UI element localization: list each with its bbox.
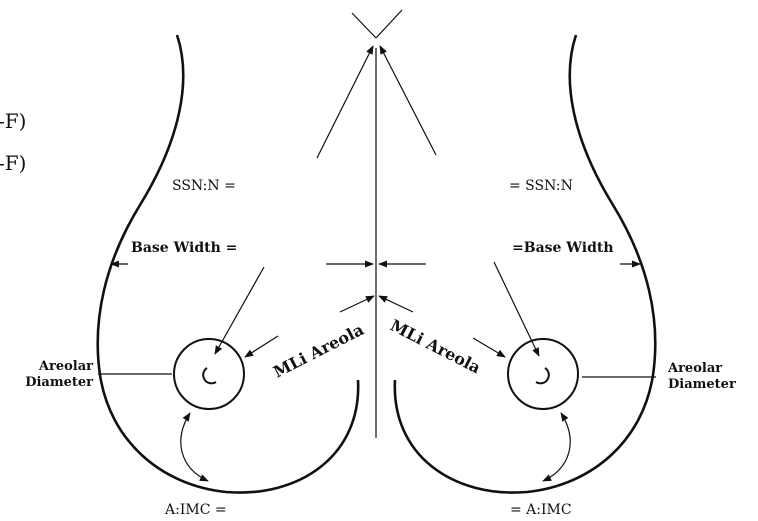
aimc-label-left: A:IMC = xyxy=(164,502,227,518)
mli-label-right: MLi Areola xyxy=(387,316,484,378)
sternal-notch-mark-right xyxy=(375,9,403,39)
right-breast-contour xyxy=(393,34,657,494)
mli-arrow-right-areola xyxy=(472,337,506,358)
areolar-diameter-label-right-2: Diameter xyxy=(668,377,736,392)
left-areola xyxy=(173,338,245,410)
areolar-diameter-label-left-2: Diameter xyxy=(25,375,93,390)
mli-arrow-top-left xyxy=(339,295,375,313)
cropped-text-2: -F) xyxy=(0,151,26,175)
base-width-label-right: =Base Width xyxy=(512,240,614,256)
mli-arrow-left-areola xyxy=(244,335,279,358)
cropped-text-1: -F) xyxy=(0,109,26,133)
ssn-line-right-upper xyxy=(379,45,437,156)
right-areola xyxy=(507,338,579,410)
base-width-label-left: Base Width = xyxy=(131,240,237,256)
ssn-label-right: = SSN:N xyxy=(509,178,573,194)
aimc-label-right: = A:IMC xyxy=(510,502,572,518)
right-nipple xyxy=(535,367,550,385)
ssn-line-left-upper xyxy=(316,45,374,159)
areolar-diameter-label-right-1: Areolar xyxy=(667,361,722,376)
mli-arrow-top-right xyxy=(378,295,414,313)
aimc-arrow-left xyxy=(180,412,209,482)
ssn-line-left-lower xyxy=(214,266,265,355)
ssn-line-right-lower xyxy=(493,261,540,357)
ssn-label-left: SSN:N = xyxy=(172,178,236,194)
left-nipple xyxy=(202,367,217,385)
sternal-notch-mark-left xyxy=(351,12,377,39)
mli-label-left: MLi Areola xyxy=(270,320,367,382)
areolar-diameter-label-left-1: Areolar xyxy=(38,359,93,374)
left-breast-contour xyxy=(96,34,360,494)
aimc-arrow-right xyxy=(542,412,571,482)
